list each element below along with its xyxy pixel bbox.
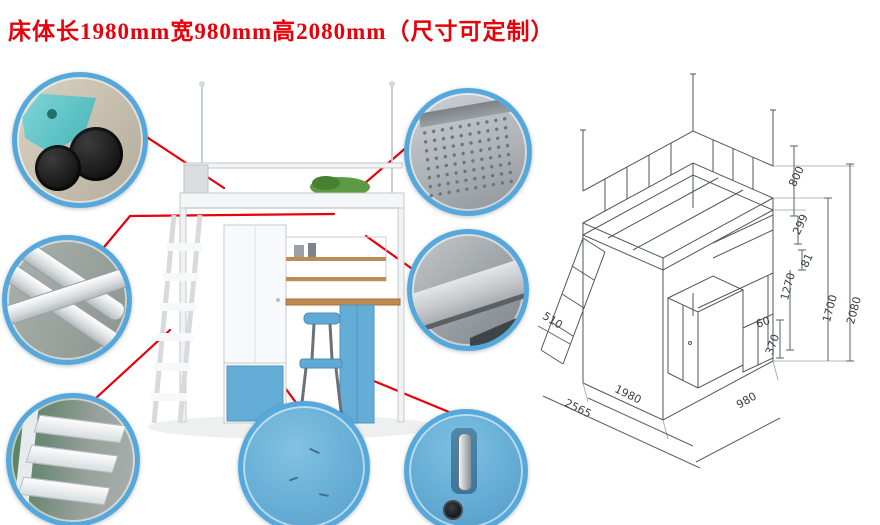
panel-mark xyxy=(318,493,330,497)
page-title: 床体长1980mm宽980mm高2080mm（尺寸可定制） xyxy=(8,19,555,44)
callout-ladder-steps xyxy=(6,393,140,525)
callout-beam-bracket xyxy=(407,229,529,351)
callout-steel-tubes xyxy=(2,235,132,365)
wireframe-drawing xyxy=(537,73,854,469)
callout-blue-panel xyxy=(238,401,370,525)
rubber-foot-pad xyxy=(35,145,81,191)
product-photo-loft-bed xyxy=(128,75,438,447)
door-handle xyxy=(458,433,472,491)
ladder-step xyxy=(17,476,111,506)
ladder-step xyxy=(25,444,119,474)
loft-bed-illustration xyxy=(148,81,438,439)
connector-hole xyxy=(47,109,57,119)
panel-mark xyxy=(288,476,299,482)
door-lock xyxy=(443,500,463,520)
dimension-diagram: 800 299 81 1270 1700 2080 60 370 510 198… xyxy=(528,58,880,520)
callout-perforated-panel xyxy=(404,88,532,216)
callout-foot-pads xyxy=(12,72,148,208)
ladder-step xyxy=(33,414,127,444)
panel-mark xyxy=(309,447,320,455)
callout-handle-lock xyxy=(404,409,528,525)
perforated-surface xyxy=(419,113,519,201)
beam-shadow xyxy=(470,308,524,346)
